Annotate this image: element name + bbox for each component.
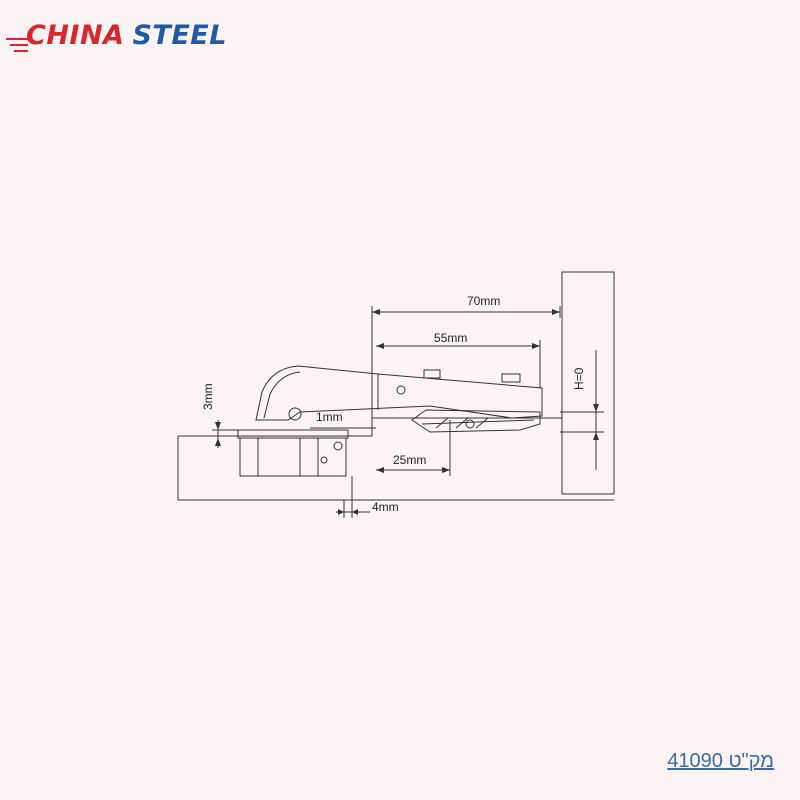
hinge-knuckle (288, 407, 302, 421)
arrowhead (372, 309, 380, 315)
logo-word-china: CHINA (26, 20, 125, 51)
arrowhead (215, 438, 221, 446)
dim-label-70: 70mm (467, 294, 500, 308)
hinge-cup (239, 437, 347, 477)
arrowhead (338, 509, 344, 515)
mounting-plate-rib (455, 417, 469, 429)
mounting-plate (411, 409, 541, 433)
arrowhead (376, 343, 384, 349)
hinge-arm (255, 365, 543, 421)
arm-screw (423, 369, 441, 379)
dim-label-25: 25mm (393, 453, 426, 467)
arm-screw (501, 373, 521, 383)
arrowhead (442, 467, 450, 473)
arm-pin (396, 385, 406, 395)
logo-word-steel: STEEL (132, 20, 227, 51)
plate-screw (465, 419, 475, 429)
sku-link[interactable]: מק"ט 41090 (667, 750, 774, 772)
logo-speed-line (14, 50, 28, 52)
cup-screw (333, 441, 343, 451)
arrowhead (552, 309, 560, 315)
dim-label-4: 4mm (372, 500, 399, 514)
arrowhead (593, 404, 599, 412)
mounting-plate-rib (421, 419, 535, 425)
mounting-plate-rib (475, 417, 489, 429)
arrowhead (376, 467, 384, 473)
cup-screw (320, 456, 328, 464)
side-panel (561, 271, 615, 495)
hinge-cup-flange (237, 429, 349, 439)
mounting-plate-rib (435, 417, 449, 429)
arrowhead (593, 432, 599, 440)
logo-speed-line (6, 38, 28, 40)
arrowhead (532, 343, 540, 349)
arrowhead (215, 422, 221, 430)
hinge-arm-inner (263, 371, 301, 419)
door-panel (177, 436, 614, 501)
dim-label-55: 55mm (434, 331, 467, 345)
arrowhead (352, 509, 358, 515)
dim-label-1: 1mm (316, 410, 343, 424)
logo-speed-line (10, 44, 28, 46)
dim-label-h: H=0 (572, 367, 586, 390)
dim-label-3: 3mm (201, 383, 215, 410)
